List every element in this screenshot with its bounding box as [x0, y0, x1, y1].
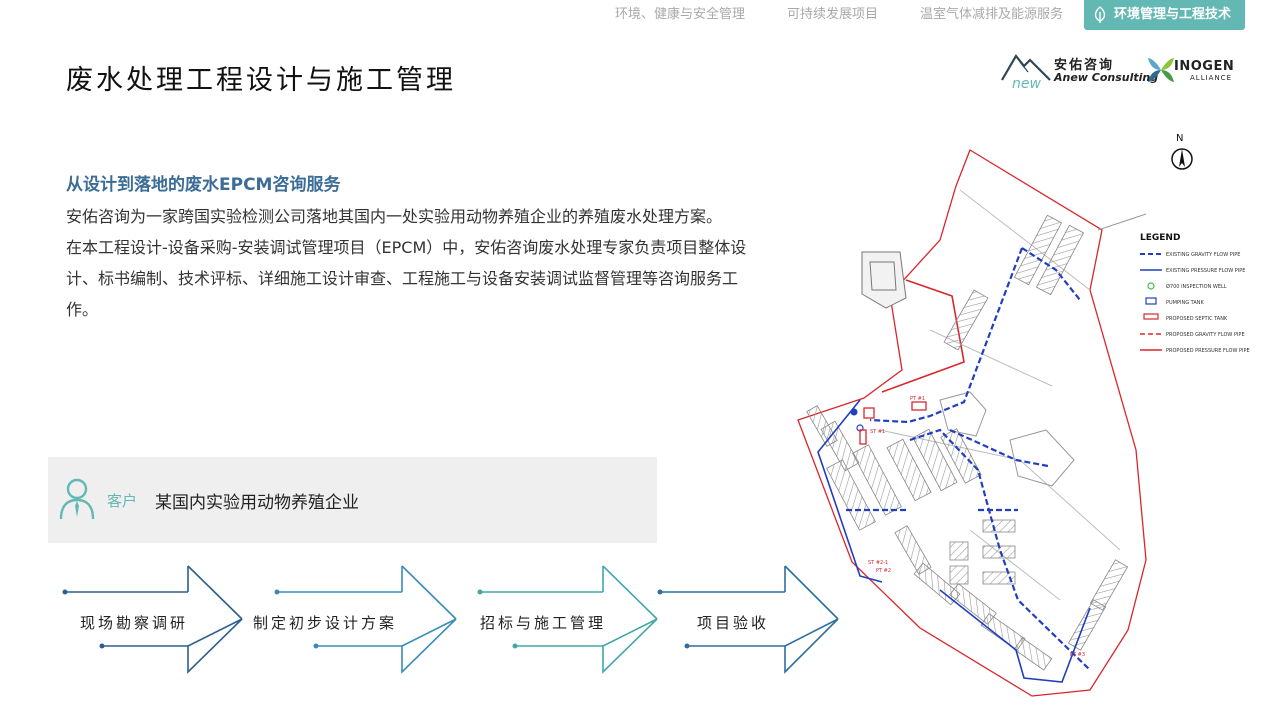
nav-item-environment-engineering[interactable]: 环境管理与工程技术: [1083, 0, 1245, 30]
intro-subtitle: 从设计到落地的废水EPCM咨询服务: [66, 175, 341, 195]
legend-item-5: PROPOSED SEPTIC TANK: [1166, 316, 1228, 322]
nav-item-ghg[interactable]: 温室气体减排及能源服务: [919, 7, 1063, 22]
legend-item-1: EXISTING GRAVITY FLOW PIPE: [1166, 252, 1240, 258]
map-legend: LEGEND EXISTING GRAVITY FLOW PIPE EXISTI…: [1140, 233, 1250, 354]
map-label-st2: ST #2-1: [868, 560, 888, 566]
client-name: 某国内实验用动物养殖企业: [155, 493, 359, 513]
legend-item-6: PROPOSED GRAVITY FLOW PIPE: [1166, 332, 1245, 338]
anew-cn-name: 安佑咨询: [1054, 58, 1115, 73]
step-arrow-1: [62, 565, 243, 674]
compass-icon: [1171, 148, 1193, 170]
process-steps: 现场勘察调研 制定初步设计方案 招标与施工管理 项目验收: [0, 560, 860, 680]
person-icon: [59, 478, 95, 520]
client-box: 客户 某国内实验用动物养殖企业: [48, 457, 657, 543]
anew-script-text: new: [1012, 76, 1041, 90]
top-nav: 环境、健康与安全管理 可持续发展项目 温室气体减排及能源服务 环境管理与工程技术: [594, 0, 1280, 30]
nav-item-sustainability[interactable]: 可持续发展项目: [786, 7, 878, 22]
nav-item-active-label: 环境管理与工程技术: [1113, 7, 1231, 22]
legend-item-2: EXISTING PRESSURE FLOW PIPE: [1166, 268, 1245, 274]
step-arrow-3: [477, 565, 658, 674]
step-label-2: 制定初步设计方案: [253, 614, 398, 632]
existing-gravity-pipe: [846, 247, 1091, 671]
anew-en-name: Anew Consulting: [1054, 71, 1159, 84]
compass-north-label: N: [1176, 133, 1184, 144]
map-label-pt2: PT #2: [876, 568, 891, 574]
compass: N: [1170, 133, 1194, 173]
page-title: 废水处理工程设计与施工管理: [66, 65, 456, 96]
site-boundary: [797, 149, 1147, 697]
legend-item-3: Ø700 INSPECTION WELL: [1166, 283, 1227, 290]
step-arrow-2: [274, 565, 457, 674]
anew-consulting-logo: new 安佑咨询 Anew Consulting: [1000, 50, 1158, 90]
site-plan-drawing: ST #1 PT #1 PT #2 ST #2-1 PT #3 LEGEND E…: [797, 149, 1250, 697]
map-label-pt3: PT #3: [1070, 652, 1085, 658]
intro-paragraph-1: 安佑咨询为一家跨国实验检测公司落地其国内一处实验用动物养殖企业的养殖废水处理方案…: [66, 207, 723, 226]
legend-item-7: PROPOSED PRESSURE FLOW PIPE: [1166, 348, 1250, 354]
legend-item-4: PUMPING TANK: [1166, 300, 1205, 306]
inogen-sub: ALLIANCE: [1190, 74, 1232, 82]
existing-pressure-pipe: [817, 399, 1091, 683]
inogen-name: INOGEN: [1174, 59, 1235, 74]
step-label-1: 现场勘察调研: [80, 614, 189, 632]
hatched-buildings: [806, 214, 1129, 671]
inogen-alliance-logo: INOGEN ALLIANCE: [1146, 52, 1246, 88]
legend-title: LEGEND: [1140, 233, 1180, 243]
intro-section: 从设计到落地的废水EPCM咨询服务 安佑咨询为一家跨国实验检测公司落地其国内一处…: [66, 170, 766, 325]
client-label: 客户: [107, 492, 138, 510]
mountain-logo-icon: new: [1001, 54, 1051, 90]
step-arrow-4: [657, 565, 839, 674]
nav-item-ehs[interactable]: 环境、健康与安全管理: [614, 7, 745, 22]
step-label-4: 项目验收: [697, 614, 770, 632]
map-label-pt1: PT #1: [910, 396, 925, 402]
map-label-st1: ST #1: [870, 429, 885, 435]
step-label-3: 招标与施工管理: [480, 614, 607, 632]
inogen-leaf-icon: [1148, 58, 1174, 82]
intro-paragraph-2: 在本工程设计-设备采购-安装调试管理项目（EPCM）中，安佑咨询废水处理专家负责…: [66, 238, 747, 319]
leaf-icon: [1094, 6, 1106, 23]
